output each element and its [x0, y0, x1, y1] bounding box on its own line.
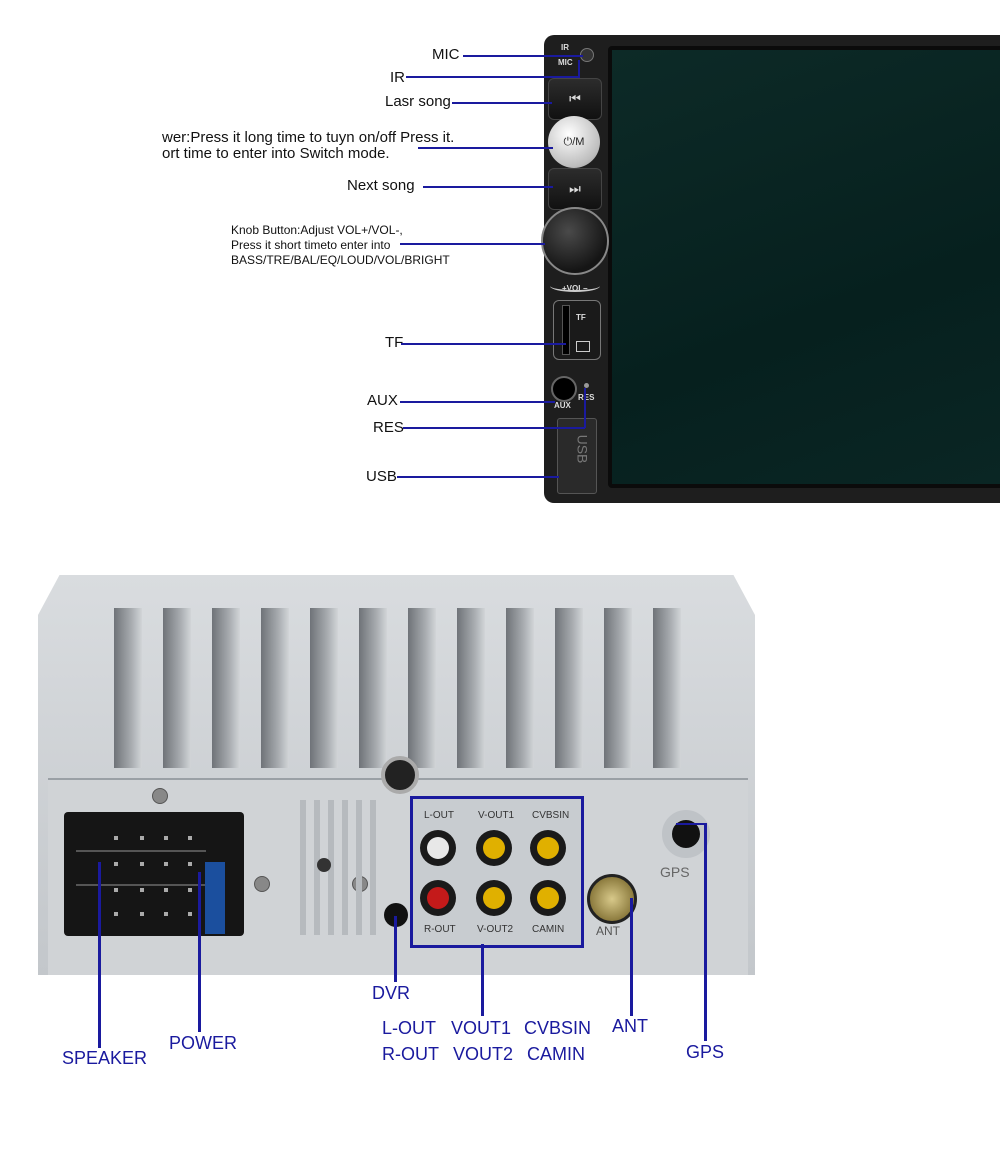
callout-line-tf [401, 343, 566, 345]
rca-r-out[interactable] [420, 880, 456, 916]
callout-line-gps-v [704, 823, 707, 1041]
device-usb-text: USB [574, 434, 591, 464]
label-r-out: R-OUT [382, 1044, 439, 1064]
heat-sink-fin [555, 608, 583, 768]
label-power: POWER [169, 1033, 238, 1053]
heat-sink-fin [359, 608, 387, 768]
skip-back-icon: ⏮ [569, 91, 581, 106]
antenna-socket[interactable] [587, 874, 637, 924]
reset-button[interactable] [584, 383, 589, 388]
callout-line-rca [481, 944, 484, 1016]
rca-cvbsin[interactable] [530, 830, 566, 866]
callout-line-dvr [394, 916, 397, 982]
callout-line-power [418, 147, 553, 149]
callout-line-ir [406, 76, 578, 78]
label-camin: CAMIN [527, 1044, 585, 1064]
heat-sink-fin [310, 608, 338, 768]
callout-line-next-song [423, 186, 553, 188]
fuse [205, 862, 225, 934]
print-gps: GPS [660, 864, 690, 880]
screw-1 [152, 788, 168, 804]
heat-sink-fin [114, 608, 142, 768]
heat-sink-fin [408, 608, 436, 768]
label-knob-line1: Knob Button:Adjust VOL+/VOL-, [231, 223, 403, 237]
callout-line-ir-up [578, 60, 580, 78]
callout-line-speaker [98, 862, 101, 1048]
label-power-line1: wer:Press it long time to tuyn on/off Pr… [162, 129, 455, 146]
tf-slot-opening [562, 305, 570, 355]
heat-sink-fin [604, 608, 632, 768]
label-last-song: Lasr song [385, 93, 451, 110]
device-tf-text: TF [576, 313, 586, 322]
print-v-out1: V-OUT1 [478, 810, 515, 821]
label-ir: IR [390, 69, 405, 86]
callout-line-usb [397, 476, 559, 478]
callout-line-power-harness [198, 872, 201, 1032]
label-power-line2: ort time to enter into Switch mode. [162, 145, 390, 162]
callout-line-mic [463, 55, 583, 57]
sd-card-icon [576, 341, 590, 352]
heat-sink-fin [653, 608, 681, 768]
device-mic-text: MIC [558, 58, 573, 67]
label-mic: MIC [432, 46, 460, 63]
print-r-out: R-OUT [424, 924, 456, 935]
vent-grille [300, 800, 390, 940]
heat-sink-fin [457, 608, 485, 768]
label-gps: GPS [686, 1042, 725, 1062]
label-speaker: SPEAKER [62, 1048, 148, 1068]
label-vout2: VOUT2 [453, 1044, 514, 1064]
rca-v-out1[interactable] [476, 830, 512, 866]
device-res-text: RES [578, 393, 595, 402]
callout-line-ant [630, 898, 633, 1016]
callout-line-last-song [452, 102, 552, 104]
power-icon: ⏻/M [563, 135, 585, 148]
skip-forward-icon: ⏭ [569, 181, 581, 196]
rca-camin[interactable] [530, 880, 566, 916]
label-next-song: Next song [347, 177, 415, 194]
label-dvr: DVR [372, 983, 411, 1003]
volume-knob[interactable] [541, 207, 609, 275]
rca-l-out[interactable] [420, 830, 456, 866]
rca-v-out2[interactable] [476, 880, 512, 916]
vol-arc [550, 280, 600, 292]
heat-sink-fin [506, 608, 534, 768]
usb-port[interactable]: USB [557, 418, 597, 494]
callout-line-gps-h [676, 823, 706, 825]
label-res: RES [373, 419, 404, 436]
print-cvbsin: CVBSIN [532, 810, 570, 821]
label-vout1: VOUT1 [451, 1018, 512, 1038]
label-l-out: L-OUT [382, 1018, 436, 1038]
callout-line-knob [400, 243, 545, 245]
rear-mount-hole [381, 756, 419, 794]
label-usb: USB [366, 468, 397, 485]
print-l-out: L-OUT [424, 810, 454, 821]
label-knob-line3: BASS/TRE/BAL/EQ/LOUD/VOL/BRIGHT [231, 253, 450, 267]
print-v-out2: V-OUT2 [477, 924, 514, 935]
device-ir-text: IR [561, 43, 569, 52]
label-tf: TF [385, 334, 404, 351]
label-ant: ANT [612, 1016, 648, 1036]
aux-jack[interactable] [551, 376, 577, 402]
print-ant: ANT [596, 924, 620, 938]
callout-line-aux [400, 401, 555, 403]
touch-screen [608, 46, 1000, 488]
heat-sink-fin [261, 608, 289, 768]
screw-2 [254, 876, 270, 892]
heat-sink-fin [163, 608, 191, 768]
label-aux: AUX [367, 392, 398, 409]
callout-line-res-up [584, 388, 586, 428]
last-song-button[interactable]: ⏮ [548, 78, 602, 120]
next-song-button[interactable]: ⏭ [548, 168, 602, 210]
heat-sink-fin [212, 608, 240, 768]
device-aux-text: AUX [554, 401, 571, 410]
label-cvbsin: CVBSIN [524, 1018, 592, 1038]
label-knob-line2: Press it short timeto enter into [231, 238, 391, 252]
tf-card-slot[interactable]: TF [553, 300, 601, 360]
print-camin: CAMIN [532, 924, 565, 935]
power-mode-button[interactable]: ⏻/M [548, 116, 600, 168]
rca-output-block [410, 796, 584, 948]
gps-socket[interactable] [662, 810, 710, 858]
callout-line-res [403, 427, 585, 429]
